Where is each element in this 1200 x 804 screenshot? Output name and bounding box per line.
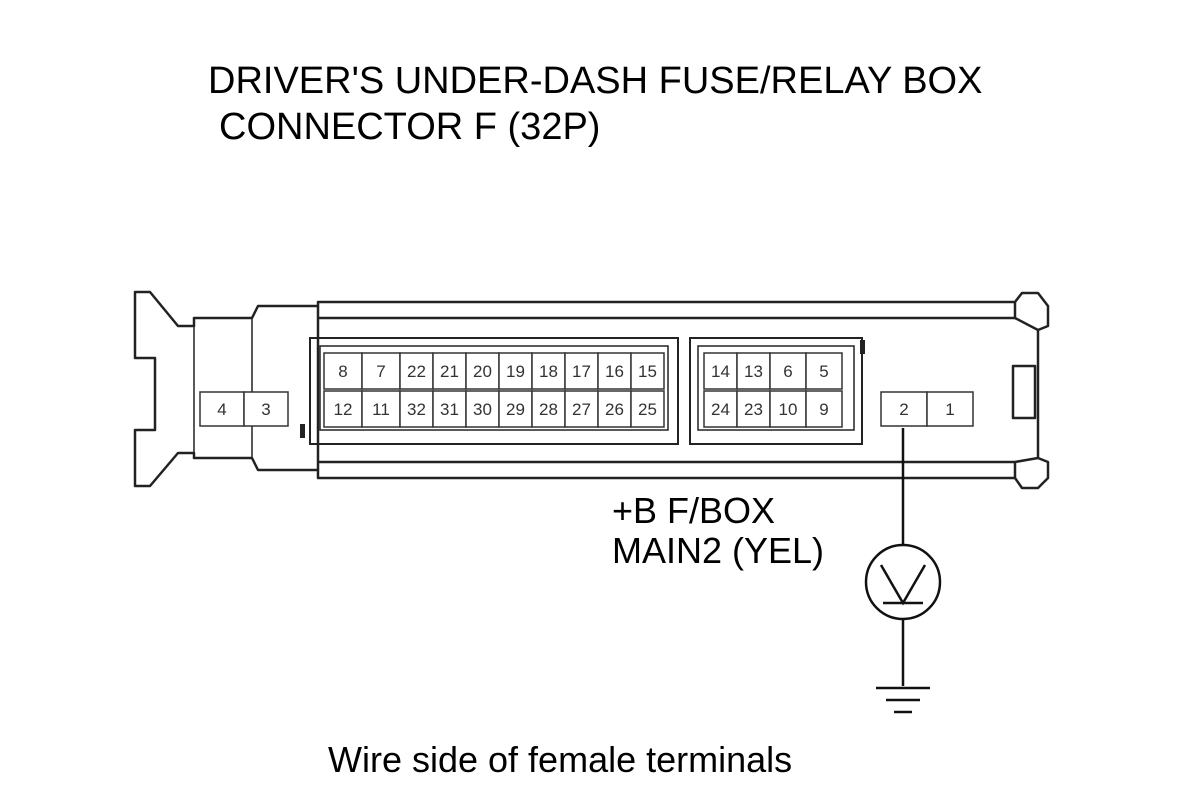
pin-number: 7 [376,362,385,381]
pin-32: 32 [399,390,434,428]
pin-3: 3 [243,391,289,427]
pin-number: 5 [819,362,828,381]
pin-10: 10 [769,390,807,428]
pin-number: 26 [605,400,624,419]
pin-4: 4 [199,391,245,427]
pin-31: 31 [432,390,467,428]
pin-number: 25 [638,400,657,419]
pin-number: 27 [572,400,591,419]
pin-number: 16 [605,362,624,381]
pin-13: 13 [736,352,771,390]
pin-number: 22 [407,362,426,381]
pin-17: 17 [564,352,599,390]
main-pin-block-inner [319,345,669,431]
pin-28: 28 [531,390,566,428]
right-pin-block-outer [689,337,863,445]
pin-16: 16 [597,352,632,390]
pin-12: 12 [323,390,363,428]
pin-number: 6 [783,362,792,381]
terminal-label-line-2: MAIN2 (YEL) [612,530,825,571]
pin-number: 12 [334,400,353,419]
diagram-title-line-1: DRIVER'S UNDER-DASH FUSE/RELAY BOX [208,60,983,102]
pin-number: 15 [638,362,657,381]
pin-1: 1 [926,391,974,427]
pin-18: 18 [531,352,566,390]
pin-29: 29 [498,390,533,428]
pin-number: 14 [711,362,730,381]
pin-19: 19 [498,352,533,390]
pin-number: 17 [572,362,591,381]
pin-20: 20 [465,352,500,390]
measurement-circuit [864,428,942,714]
pin-11: 11 [361,390,401,428]
pin-number: 24 [711,400,730,419]
pin-number: 29 [506,400,525,419]
pin-24: 24 [703,390,738,428]
diagram-title-line-2: CONNECTOR F (32P) [219,106,601,148]
pin-number: 2 [899,400,908,419]
pin-5: 5 [805,352,843,390]
pin-14: 14 [703,352,738,390]
pin-number: 11 [372,400,390,419]
pin-number: 23 [744,400,763,419]
pin-number: 13 [744,362,763,381]
pin-6: 6 [769,352,807,390]
pin-number: 4 [217,400,226,419]
pin-30: 30 [465,390,500,428]
pin-number: 21 [440,362,459,381]
pin-8: 8 [323,352,363,390]
pin-number: 30 [473,400,492,419]
pin-number: 1 [945,400,954,419]
pin-22: 22 [399,352,434,390]
pin-9: 9 [805,390,843,428]
pin-23: 23 [736,390,771,428]
pin-2: 2 [880,391,928,427]
connector-housing [133,290,1050,490]
diagram-caption: Wire side of female terminals [328,739,793,780]
pin-25: 25 [630,390,665,428]
voltmeter-icon [864,543,942,621]
terminal-label-line-1: +B F/BOX [612,490,776,531]
pin-number: 18 [539,362,558,381]
pin-number: 9 [819,400,828,419]
pin-number: 10 [779,400,798,419]
pin-27: 27 [564,390,599,428]
pin-15: 15 [630,352,665,390]
pin-number: 19 [506,362,525,381]
ground-icon [876,686,930,714]
pin-number: 3 [261,400,270,419]
pin-7: 7 [361,352,401,390]
main-pin-block-outer [309,337,679,445]
pin-number: 28 [539,400,558,419]
pin-number: 32 [407,400,426,419]
pin-number: 8 [338,362,347,381]
right-pin-block-inner [697,345,855,431]
pin-number: 31 [440,400,459,419]
pin-number: 20 [473,362,492,381]
pin-21: 21 [432,352,467,390]
pin-26: 26 [597,390,632,428]
